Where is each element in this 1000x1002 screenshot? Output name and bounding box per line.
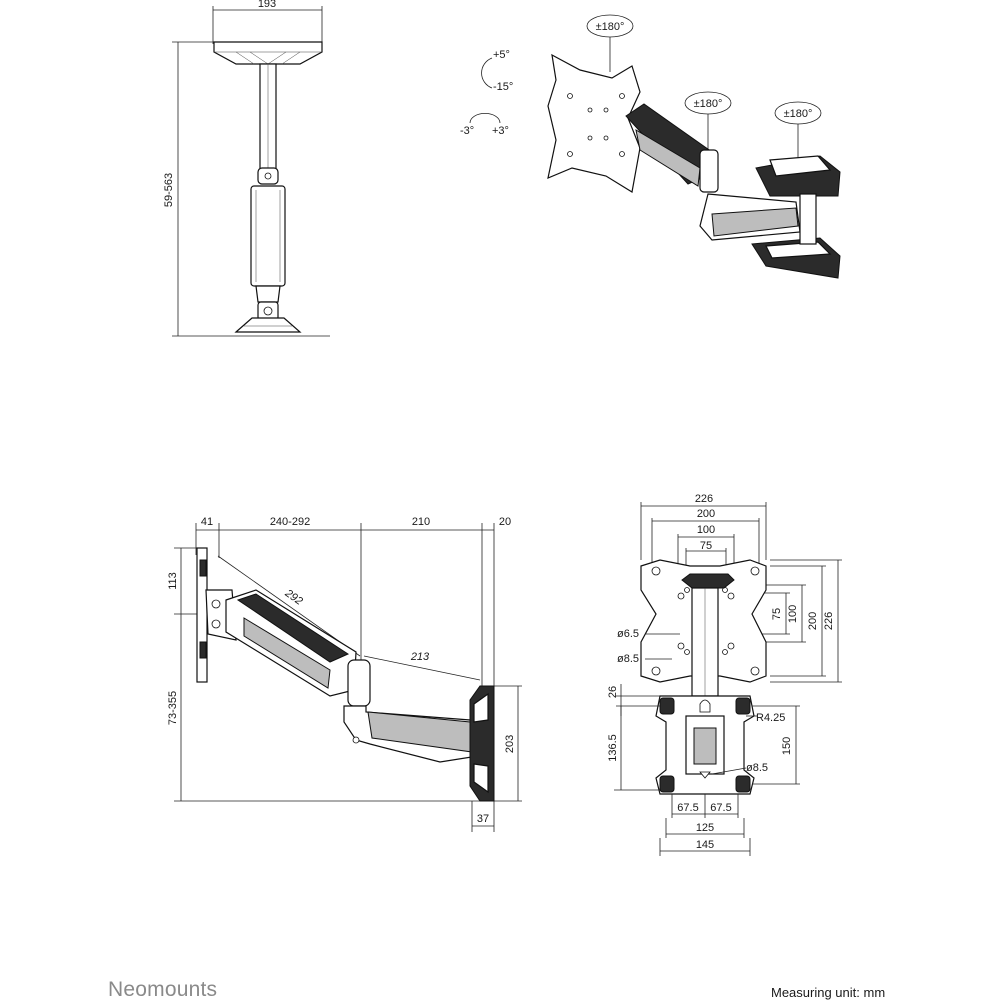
dim-113: 113	[167, 572, 179, 590]
dim-41: 41	[201, 516, 213, 528]
dim-213: 213	[410, 651, 430, 663]
measuring-unit-note: Measuring unit: mm	[771, 985, 886, 1000]
swivel-arrow-icon	[469, 113, 501, 124]
dim-67-5-a: 67.5	[677, 802, 698, 814]
label-radius: R4.25	[756, 712, 785, 724]
tilt-arrow-icon	[481, 57, 493, 89]
front-view: 226 200 100 75 75 100 200 226	[607, 493, 842, 856]
dim-240-292: 240-292	[270, 516, 310, 528]
dim-193: 193	[258, 0, 276, 10]
side-view-top: 193 59-563	[163, 0, 330, 337]
label-rot-plate: ±180°	[596, 21, 625, 33]
dim-26: 26	[607, 686, 619, 698]
dim-226-top: 226	[695, 493, 713, 505]
dim-200-top: 200	[697, 508, 715, 520]
perspective-view: ±180° ±180° ±180° +5° -15° -3° +3°	[460, 14, 841, 279]
dim-37: 37	[477, 813, 489, 825]
label-rot-arm: ±180°	[694, 98, 723, 110]
dim-125: 125	[696, 822, 714, 834]
dim-67-5-b: 67.5	[710, 802, 731, 814]
label-hole-6-5: ø6.5	[617, 628, 639, 640]
label-hole-8-5: ø8.5	[617, 653, 639, 665]
brand-logo: Neomounts	[108, 978, 218, 1001]
dim-59-563: 59-563	[163, 173, 175, 207]
dim-100-top: 100	[697, 524, 715, 536]
label-swivel-right: +3°	[492, 125, 509, 137]
dim-75-top: 75	[700, 540, 712, 552]
dim-73-355: 73-355	[167, 691, 179, 725]
label-hole-8-5-b: ø8.5	[746, 762, 768, 774]
label-swivel-left: -3°	[460, 125, 474, 137]
dim-292: 292	[282, 587, 305, 608]
label-tilt-up: +5°	[493, 49, 510, 61]
dim-145: 145	[696, 839, 714, 851]
label-tilt-down: -15°	[493, 81, 513, 93]
side-view-bottom: 41 240-292 210 20 113 73-355 292 213 203…	[167, 516, 522, 832]
dim-210: 210	[412, 516, 430, 528]
dim-203: 203	[504, 735, 516, 753]
dim-150: 150	[781, 737, 793, 755]
dim-100-right: 100	[787, 605, 799, 623]
dim-200-right: 200	[807, 612, 819, 630]
dim-75-right: 75	[771, 608, 783, 620]
dim-226-right: 226	[823, 612, 835, 630]
label-rot-wall: ±180°	[784, 108, 813, 120]
dim-136-5: 136.5	[607, 734, 619, 762]
vesa-plate-perspective	[547, 53, 641, 193]
dim-20: 20	[499, 516, 511, 528]
